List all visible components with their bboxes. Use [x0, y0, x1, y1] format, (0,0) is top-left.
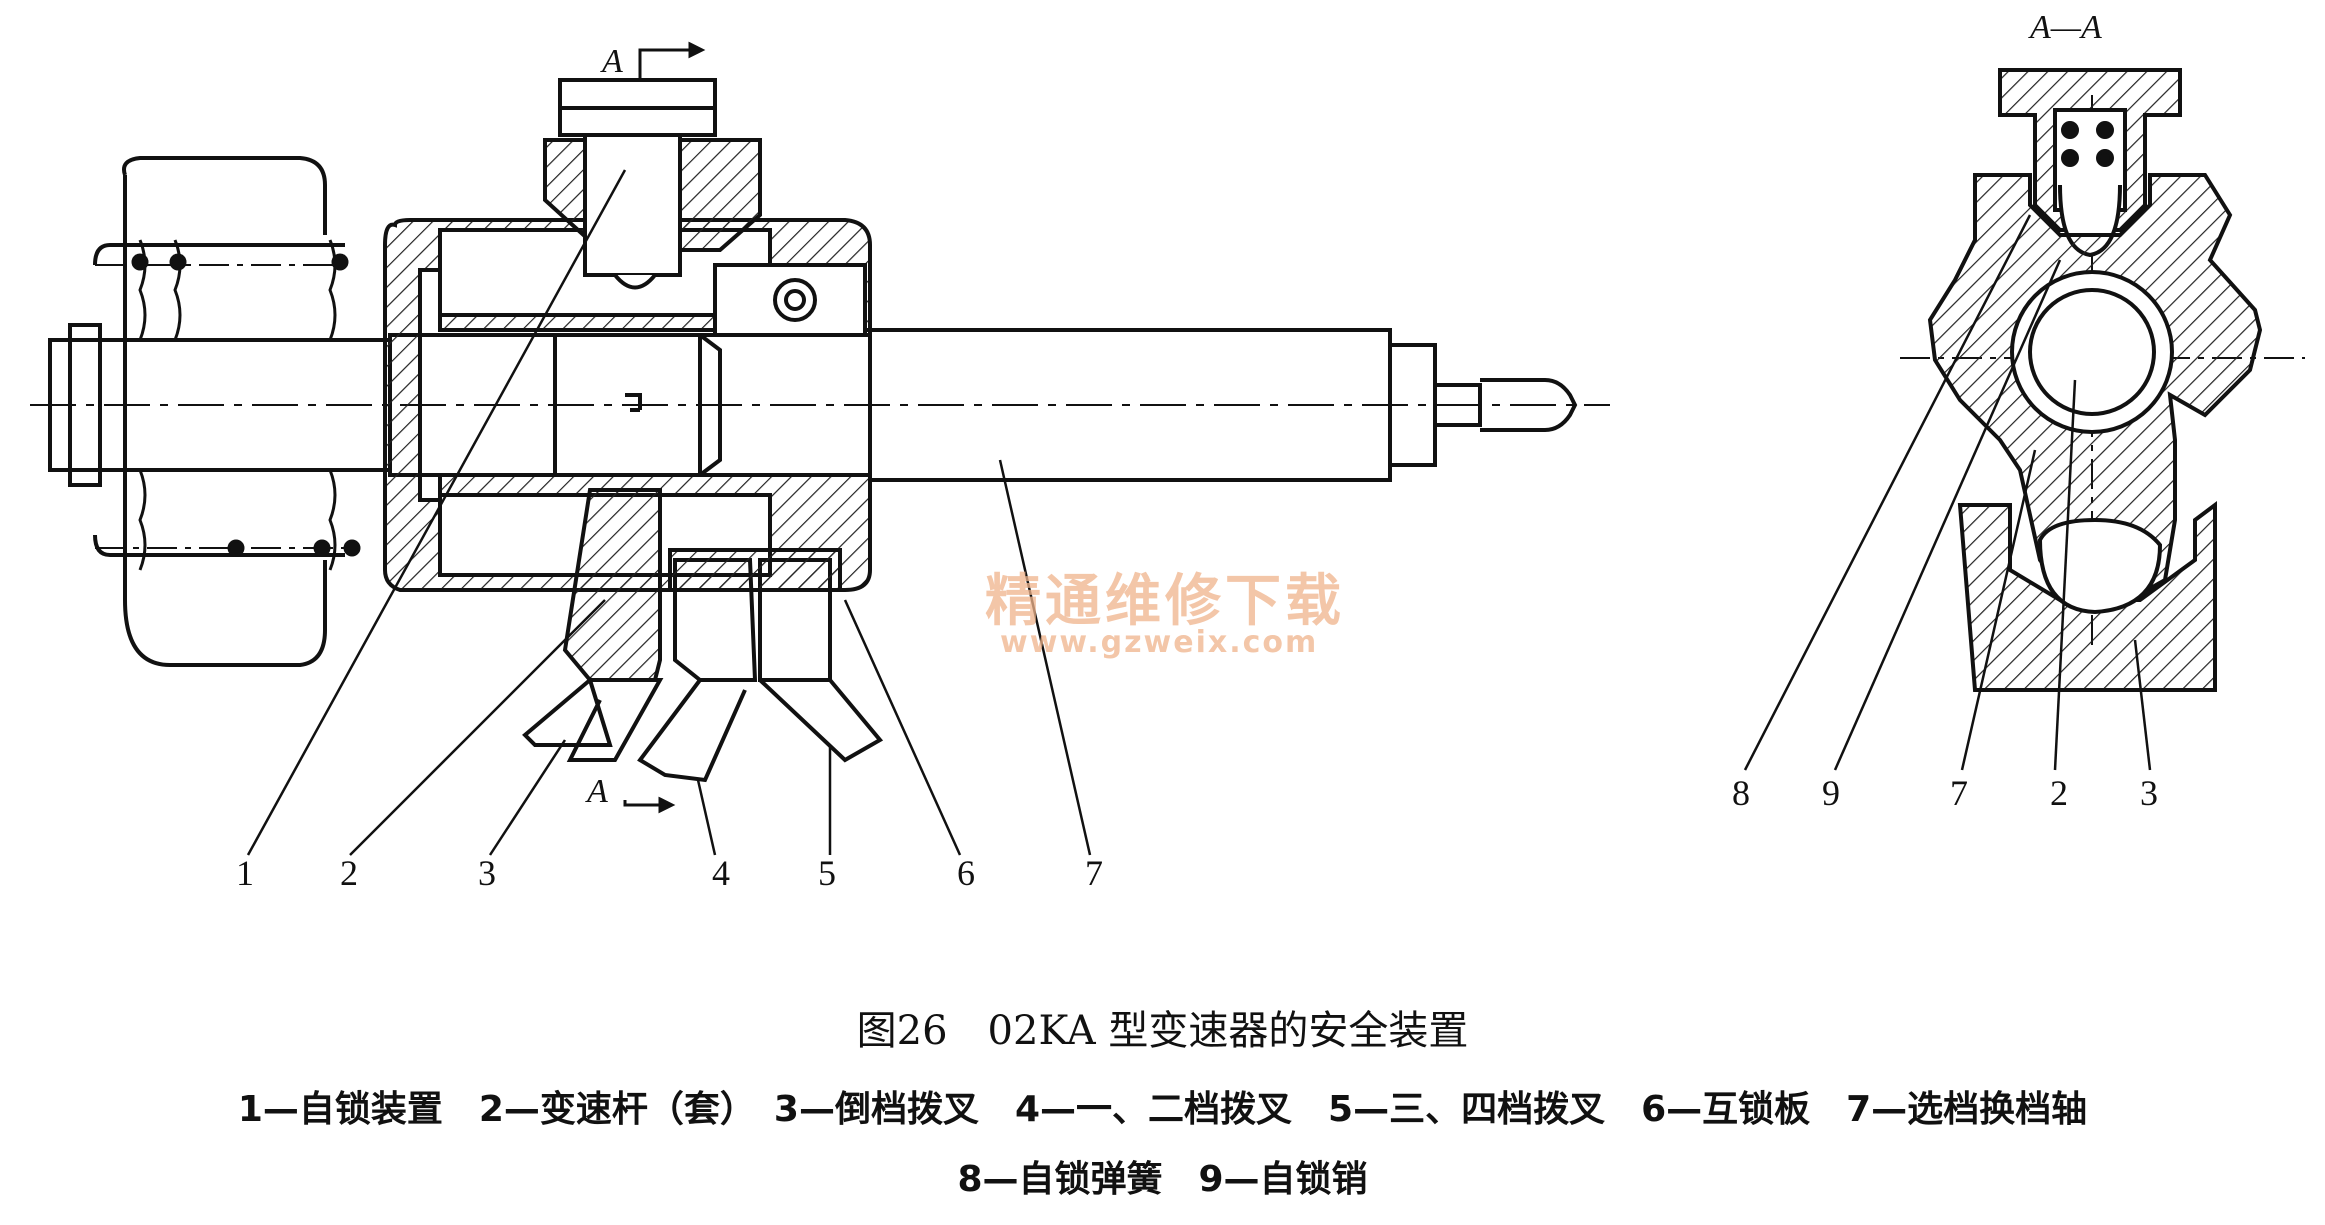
section-view-leaders [1743, 214, 2152, 771]
watermark: 精通维修下载 www.gzweix.com [985, 569, 1345, 660]
section-mark-bottom: A [585, 773, 608, 810]
figure-caption-title: 图26 02KA 型变速器的安全装置 [856, 1008, 1469, 1054]
section-view-drawing: A—A [1900, 9, 2305, 692]
section-label-8: 8 [1732, 773, 1750, 813]
section-view-labels: 8 9 7 2 3 [1732, 773, 2158, 813]
figure-legend-line-1: 1—自锁装置 2—变速杆（套） 3—倒档拨叉 4—一、二档拨叉 5—三、四档拨叉… [237, 1089, 2088, 1130]
left-view-labels: 1 2 3 4 5 6 7 [236, 853, 1103, 893]
part-label-3: 3 [478, 853, 496, 893]
watermark-url: www.gzweix.com [1000, 625, 1318, 660]
section-mark-top: A [600, 43, 623, 80]
section-label-2: 2 [2050, 773, 2068, 813]
part-label-5: 5 [818, 853, 836, 893]
figure-legend-line-2: 8—自锁弹簧 9—自锁销 [957, 1159, 1368, 1200]
section-title: A—A [2028, 9, 2102, 46]
part-label-6: 6 [957, 853, 975, 893]
section-label-3: 3 [2140, 773, 2158, 813]
section-label-9: 9 [1822, 773, 1840, 813]
part-label-4: 4 [712, 853, 730, 893]
left-view-leaders [246, 169, 1092, 856]
section-arrows [623, 41, 706, 814]
left-view-drawing [30, 78, 1610, 783]
part-label-2: 2 [340, 853, 358, 893]
part-label-7: 7 [1085, 853, 1103, 893]
section-label-7: 7 [1950, 773, 1968, 813]
watermark-text: 精通维修下载 [985, 569, 1345, 634]
part-label-1: 1 [236, 853, 254, 893]
